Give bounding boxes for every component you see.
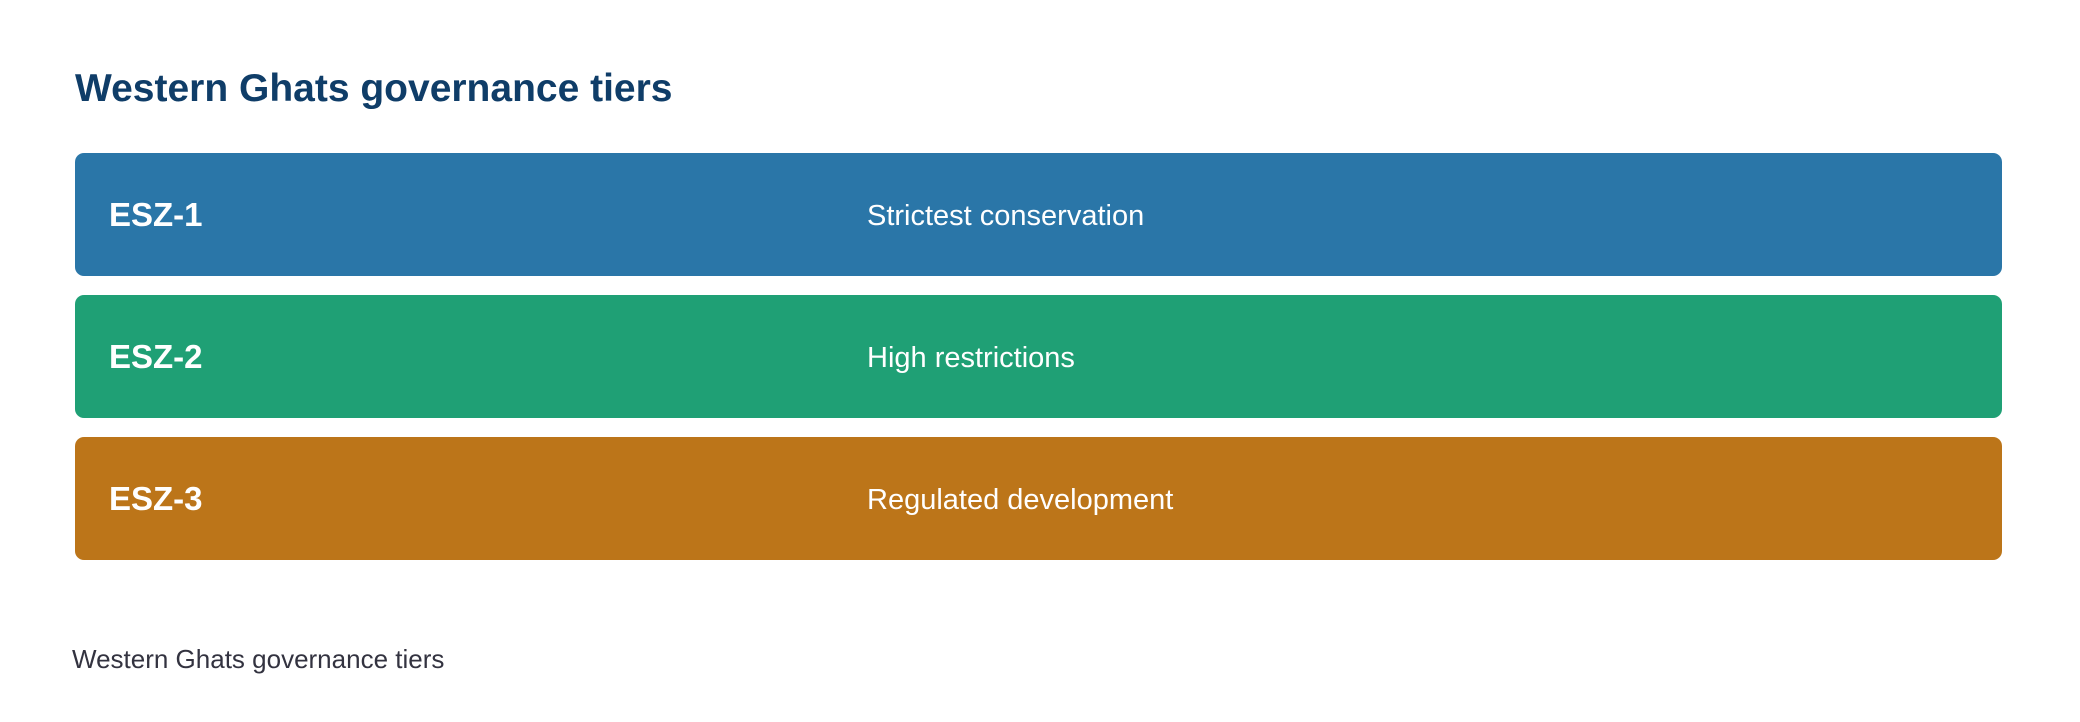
tier-esz-1: ESZ-1 Strictest conservation [75,153,2002,276]
tier-code: ESZ-3 [109,480,203,517]
tier-code: ESZ-1 [109,196,203,233]
tier-esz-2: ESZ-2 High restrictions [75,295,2002,418]
tier-description: High restrictions [867,342,1075,374]
figure-caption: Western Ghats governance tiers [72,644,445,674]
tier-code: ESZ-2 [109,338,203,375]
tier-esz-3: ESZ-3 Regulated development [75,437,2002,560]
diagram-title: Western Ghats governance tiers [75,67,673,110]
tier-description: Strictest conservation [867,200,1145,232]
tier-list: ESZ-1 Strictest conservation ESZ-2 High … [75,153,2002,579]
tier-description: Regulated development [867,484,1174,516]
